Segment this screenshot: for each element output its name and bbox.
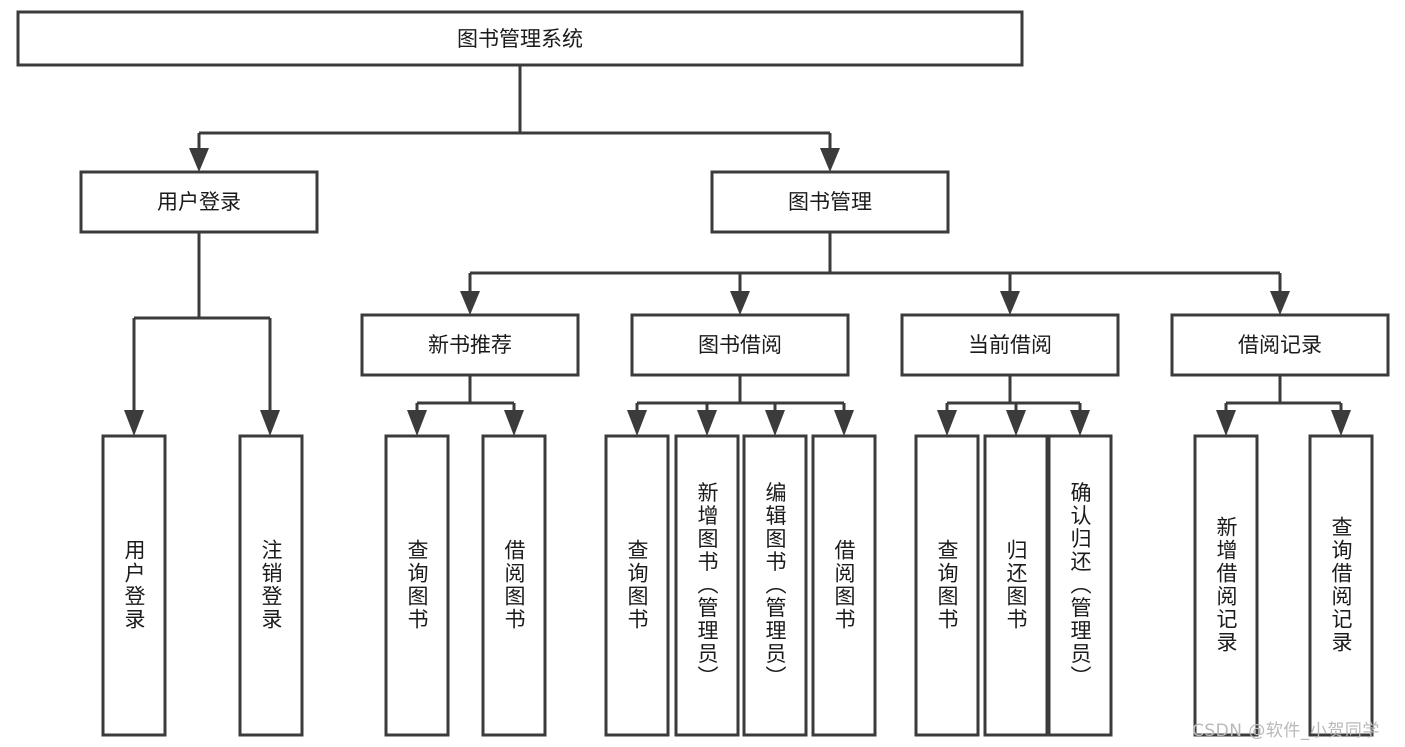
node-user-login[interactable]: 用户登录 (79, 170, 319, 234)
arrow-head-leaf-borrow-book-2 (834, 410, 854, 436)
node-leaf-confirm-return-box[interactable] (1047, 434, 1113, 737)
node-leaf-borrow-book-1-box[interactable] (481, 434, 547, 737)
arrow-head-leaf-query-book-1 (407, 410, 427, 436)
node-leaf-query-book-2[interactable]: 查询图书 (604, 434, 670, 737)
node-leaf-query-book-1-box[interactable] (384, 434, 450, 737)
arrow-head-current-borrow (1000, 291, 1020, 315)
node-book-manage[interactable]: 图书管理 (710, 170, 950, 234)
node-leaf-borrow-book-1-label: 借阅图书 (502, 539, 526, 631)
node-borrow-record[interactable]: 借阅记录 (1170, 313, 1390, 377)
arrow-head-leaf-return-book (1006, 410, 1026, 436)
arrow-head-leaf-borrow-book-1 (504, 410, 524, 436)
node-leaf-edit-book[interactable]: 编辑图书（管理员） (742, 434, 808, 737)
node-root[interactable]: 图书管理系统 (16, 10, 1024, 67)
node-leaf-add-book[interactable]: 新增图书（管理员） (674, 434, 740, 737)
arrow-head-leaf-edit-book (765, 410, 785, 436)
node-leaf-query-book-2-label: 查询图书 (625, 539, 649, 631)
node-leaf-edit-book-label: 编辑图书（管理员） (763, 482, 787, 689)
node-current-borrow-box[interactable] (900, 313, 1120, 377)
node-root-box[interactable] (16, 10, 1024, 67)
node-borrow-record-box[interactable] (1170, 313, 1390, 377)
node-leaf-query-record-label: 查询借阅记录 (1329, 516, 1353, 654)
node-leaf-borrow-book-1[interactable]: 借阅图书 (481, 434, 547, 737)
node-current-borrow-label: 当前借阅 (968, 333, 1052, 357)
connector-group-user-login (124, 232, 280, 436)
node-leaf-return-book[interactable]: 归还图书 (983, 434, 1049, 737)
node-leaf-logout-login[interactable]: 注销登录 (238, 434, 304, 737)
node-user-login-box[interactable] (79, 170, 319, 234)
node-book-borrow-label: 图书借阅 (698, 333, 782, 357)
arrow-head-leaf-query-book-3 (937, 410, 957, 436)
arrow-head-leaf-query-record (1331, 410, 1351, 436)
node-leaf-query-record-box[interactable] (1308, 434, 1374, 737)
node-leaf-add-book-box[interactable] (674, 434, 740, 737)
node-leaf-return-book-box[interactable] (983, 434, 1049, 737)
arrow-head-book-borrow (730, 291, 750, 315)
arrow-head-new-book-recommend (460, 291, 480, 315)
node-leaf-logout-login-label: 注销登录 (259, 539, 283, 631)
connector-group-book-manage (460, 232, 1290, 315)
node-leaf-logout-login-box[interactable] (238, 434, 304, 737)
node-leaf-user-login-label: 用户登录 (122, 539, 146, 631)
arrow-head-book-manage (820, 148, 840, 172)
node-root-label: 图书管理系统 (457, 27, 583, 51)
node-leaf-user-login-box[interactable] (101, 434, 167, 737)
node-book-manage-label: 图书管理 (788, 190, 872, 214)
node-leaf-confirm-return-label: 确认归还（管理员） (1068, 482, 1092, 689)
node-leaf-add-record[interactable]: 新增借阅记录 (1193, 434, 1259, 737)
node-leaf-borrow-book-2-label: 借阅图书 (832, 539, 856, 631)
node-leaf-return-book-label: 归还图书 (1004, 539, 1028, 631)
node-new-book-recommend-label: 新书推荐 (428, 333, 512, 357)
node-leaf-query-book-3-box[interactable] (914, 434, 980, 737)
node-user-login-label: 用户登录 (157, 190, 241, 214)
arrow-head-leaf-confirm-return (1070, 410, 1090, 436)
node-leaf-edit-book-box[interactable] (742, 434, 808, 737)
arrow-head-leaf-query-book-2 (627, 410, 647, 436)
arrow-head-leaf-add-book (697, 410, 717, 436)
node-leaf-query-book-1-label: 查询图书 (405, 539, 429, 631)
arrow-head-leaf-logout-login (260, 410, 280, 436)
node-leaf-borrow-book-2[interactable]: 借阅图书 (811, 434, 877, 737)
node-book-borrow[interactable]: 图书借阅 (630, 313, 850, 377)
node-leaf-query-book-3-label: 查询图书 (935, 539, 959, 631)
node-leaf-add-record-label: 新增借阅记录 (1214, 516, 1238, 654)
connector-group-borrow-record (1216, 375, 1351, 436)
arrow-head-borrow-record (1270, 291, 1290, 315)
node-leaf-query-record[interactable]: 查询借阅记录 (1308, 434, 1374, 737)
node-leaf-query-book-1[interactable]: 查询图书 (384, 434, 450, 737)
connector-group-book-borrow (627, 375, 854, 436)
arrow-head-leaf-add-record (1216, 410, 1236, 436)
node-leaf-user-login[interactable]: 用户登录 (101, 434, 167, 737)
node-leaf-add-book-label: 新增图书（管理员） (695, 482, 719, 689)
node-new-book-recommend-box[interactable] (360, 313, 580, 377)
connector-group-new-book-recommend (407, 375, 524, 436)
node-borrow-record-label: 借阅记录 (1238, 333, 1322, 357)
node-leaf-query-book-3[interactable]: 查询图书 (914, 434, 980, 737)
node-new-book-recommend[interactable]: 新书推荐 (360, 313, 580, 377)
arrow-head-user-login (189, 148, 209, 172)
node-leaf-query-book-2-box[interactable] (604, 434, 670, 737)
csdn-watermark: CSDN @软件_小贺同学 (1192, 721, 1380, 741)
node-book-borrow-box[interactable] (630, 313, 850, 377)
node-leaf-confirm-return[interactable]: 确认归还（管理员） (1047, 434, 1113, 737)
node-leaf-borrow-book-2-box[interactable] (811, 434, 877, 737)
node-leaf-add-record-box[interactable] (1193, 434, 1259, 737)
connector-group-root (189, 65, 840, 172)
arrow-head-leaf-user-login (124, 410, 144, 436)
node-current-borrow[interactable]: 当前借阅 (900, 313, 1120, 377)
connector-group-current-borrow (937, 375, 1090, 436)
node-book-manage-box[interactable] (710, 170, 950, 234)
